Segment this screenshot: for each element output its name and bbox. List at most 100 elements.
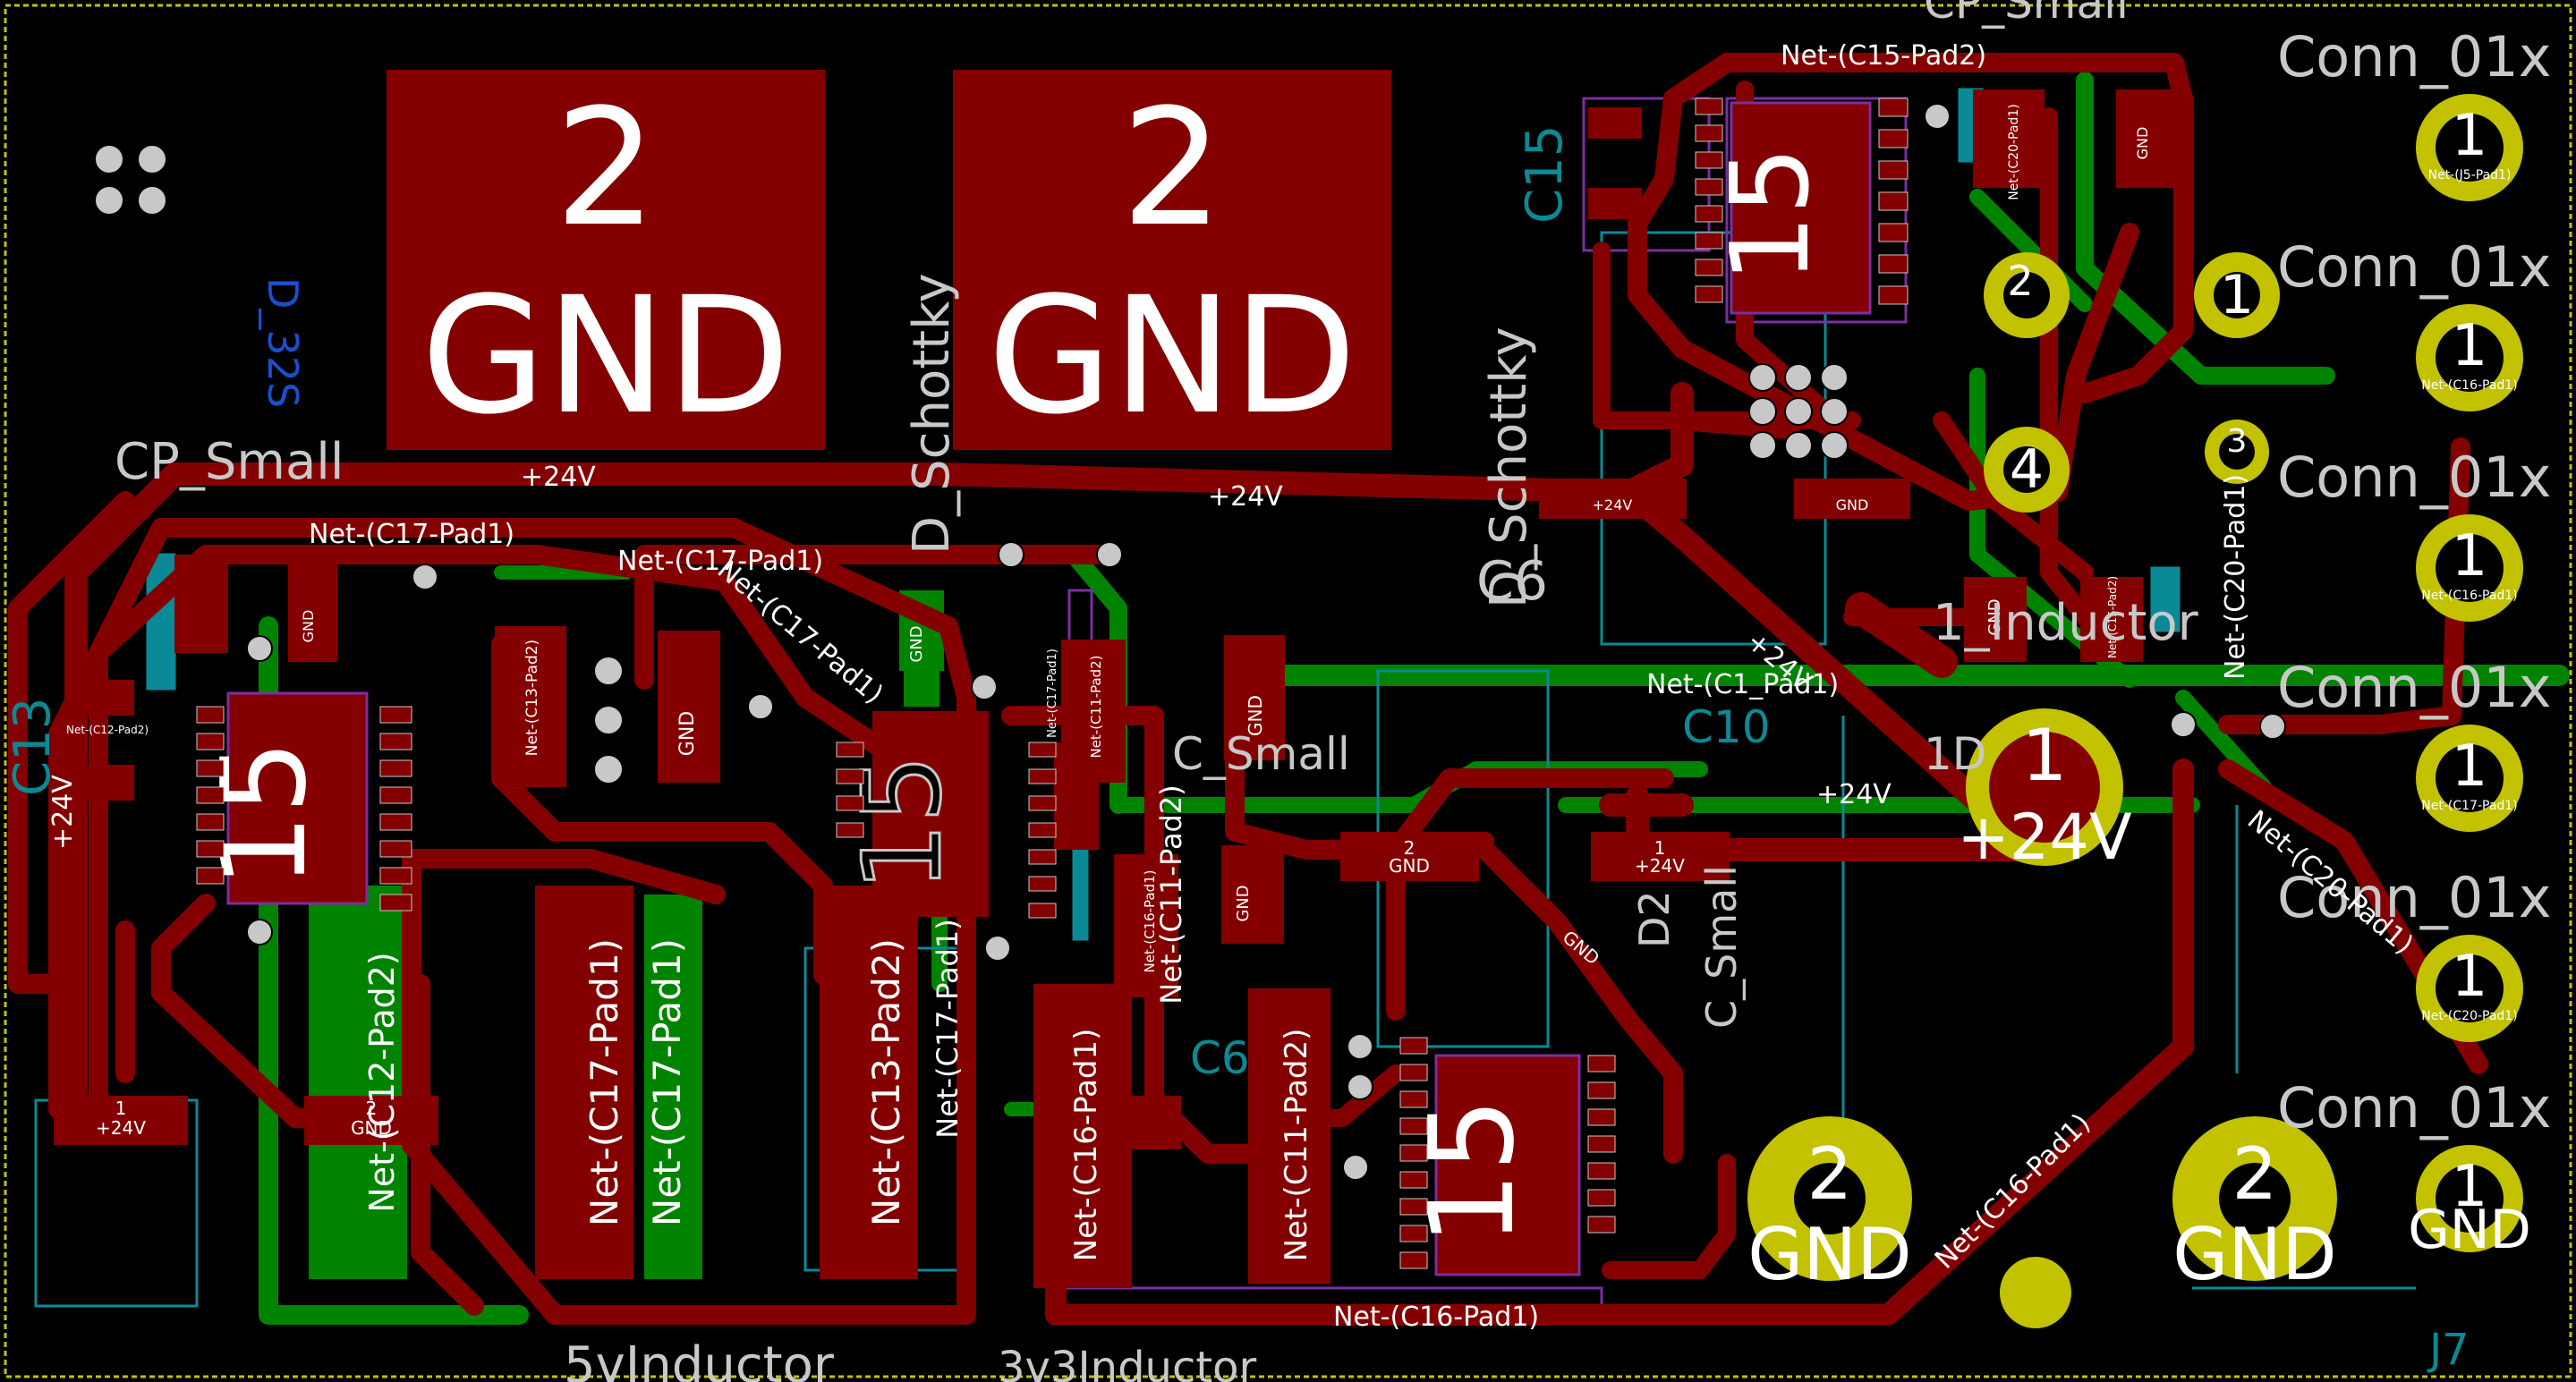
connector-hole <box>2436 534 2504 602</box>
connector-pin: 1 <box>2452 103 2488 169</box>
pad-2-lower-left: 2 <box>366 1098 378 1119</box>
green-pad-c12 <box>309 886 407 1279</box>
net-c16-bottom: Net-(C16-Pad1) <box>1333 1301 1539 1333</box>
pad-24v-lower-left: +24V <box>96 1117 146 1139</box>
label-c11-pad2-rot2: Net-(C11-Pad2) <box>1154 784 1188 1004</box>
pad-gnd-vert-5: GND <box>1985 598 2004 635</box>
pad-c16p1-vert: Net-(C16-Pad1) <box>1142 869 1158 972</box>
connector-ref: Conn_01x <box>2277 655 2551 720</box>
net-c16-diag: Net-(C16-Pad1) <box>1929 1107 2096 1275</box>
ic-bottom-body <box>1434 1054 1581 1276</box>
tall-smd-pads <box>54 89 2188 1288</box>
through-hole-pads: 1 +24V 2 GND 2 GND 2 4 1 3 <box>1747 252 2337 1328</box>
pad-j-1-number: 1 <box>2220 264 2254 326</box>
pad-gnd-vert-2: GND <box>1245 695 1266 736</box>
silk-c6: C6 <box>1476 550 1548 613</box>
connector-ref: Conn_01x <box>2277 234 2551 300</box>
silk-d-schottky-left: D_Schottky <box>903 273 961 555</box>
net-c20-vert: Net-(C20-Pad1) <box>2220 474 2251 680</box>
silk-inductor-5v: 5vInductor <box>564 1336 835 1382</box>
net-c17-h2: Net-(C17-Pad1) <box>617 546 823 577</box>
silk-labels: CP_Small C15 D_Schottky D_Schottky C6 C1… <box>4 0 2470 1382</box>
silk-d2: D2 <box>1630 890 1679 948</box>
label-c17-pad1-green: Net-(C17-Pad1) <box>645 938 689 1226</box>
silk-j7: J7 <box>2427 1325 2470 1375</box>
silk-cp-small-left: CP_Small <box>115 433 344 491</box>
pad-gnd-round-b-number: 2 <box>2232 1132 2278 1216</box>
pad-gnd-vert-6: GND <box>2134 127 2151 160</box>
silk-c10: C10 <box>1682 701 1771 753</box>
connector-column: Conn_01x1Net-(J5-Pad1)Conn_01x1Net-(C16-… <box>2277 24 2551 1261</box>
net-24v-mid: +24V <box>1816 779 1892 810</box>
connector-hole <box>2436 744 2504 812</box>
pad-2-mid: 2 <box>1404 837 1416 859</box>
connector-pin: 1 <box>2452 313 2488 379</box>
label-c16-pad1-tall: Net-(C16-Pad1) <box>1068 1029 1104 1262</box>
pad-c11p2-vert: Net-(C11-Pad2) <box>1088 655 1104 758</box>
gnd-pad-right-number: 2 <box>1121 75 1224 262</box>
silk-inductor-3v: 3v3Inductor <box>998 1343 1257 1382</box>
gnd-pad-large-right <box>953 70 1391 450</box>
net-c17-h1: Net-(C17-Pad1) <box>309 519 514 550</box>
pad-c15p2-vert: Net-(C15-Pad2) <box>2106 576 2119 658</box>
silk-fab-d: D_32S <box>259 277 307 408</box>
ic-left-body <box>226 691 369 905</box>
net-c1-pad1: Net-(C1_Pad1) <box>1646 669 1839 700</box>
label-c12-pad2-tall: Net-(C12-Pad2) <box>362 952 402 1212</box>
label-c17-pad1-rot: Net-(C17-Pad1) <box>931 919 965 1138</box>
silk-1d: 1D <box>1924 728 1986 780</box>
silk-d-schottky-right: D_Schottky <box>1480 326 1538 608</box>
green-pad-c17 <box>644 894 702 1279</box>
connector-net: Net-(C16-Pad1) <box>2421 378 2517 393</box>
net-24v-top-left: +24V <box>521 462 596 493</box>
connector-ref: Conn_01x <box>2277 865 2551 930</box>
pad-gnd-lower-left: GND <box>351 1117 392 1139</box>
connector-pin: 1 <box>2452 944 2488 1010</box>
connector-hole <box>2436 114 2504 182</box>
tall-pad-labels: Net-(C17-Pad1) Net-(C17-Pad1) Net-(C13-P… <box>362 784 1314 1261</box>
pad-gnd-vert-3: GND <box>907 625 926 662</box>
net-24v-left-vert: +24V <box>47 775 79 850</box>
silk-c-small: C_Small <box>1172 728 1350 780</box>
connector-hole <box>2436 324 2504 392</box>
gnd-pad-right-net: GND <box>988 263 1357 450</box>
connector-hole <box>2436 954 2504 1022</box>
pad-c20p1-vert: Net-(C20-Pad1) <box>2007 104 2021 199</box>
connector-net: Net-(C20-Pad1) <box>2421 1009 2517 1023</box>
connector-net: Net-(C16-Pad1) <box>2421 589 2517 603</box>
pad-gnd-top-right: GND <box>1836 496 1869 513</box>
pad-1-mid: 1 <box>1654 837 1666 859</box>
connector-hole <box>2436 1165 2504 1233</box>
ic-packages: 15 15 15 15 <box>196 101 1872 1276</box>
pad-24v-round-number: 1 <box>2022 714 2068 797</box>
pad-gnd-vert-4: GND <box>1234 885 1253 921</box>
front-copper-layer <box>8 53 2488 1326</box>
pad-24v-mid: +24V <box>1635 855 1685 877</box>
pad-j-2-number: 2 <box>2007 257 2033 305</box>
silk-cp-small-top: CP_Small <box>1924 0 2129 29</box>
pad-j-4-number: 4 <box>2010 438 2044 501</box>
pad-24v-round-net: +24V <box>1957 801 2132 874</box>
pad-gnd-vert-1: GND <box>676 711 699 756</box>
pad-j-3-number: 3 <box>2227 423 2248 460</box>
connector-net: Net-(C17-Pad1) <box>2421 799 2517 813</box>
net-c15-top: Net-(C15-Pad2) <box>1781 40 1986 72</box>
pad-c12p2-vert: Net-(C12-Pad2) <box>66 724 149 736</box>
pad-gnd-left-top: GND <box>300 610 317 643</box>
pad-gnd-round-a-net: GND <box>1747 1213 1911 1296</box>
pad-c13p2-vert: Net-(C13-Pad2) <box>523 640 541 756</box>
net-24v-top-right: +24V <box>1208 481 1283 513</box>
silk-inductor-right: 1_Inductor <box>1933 594 2199 652</box>
connector-pin: 1 <box>2452 523 2488 589</box>
gnd-pad-left-net: GND <box>421 263 791 450</box>
connector-pin: 1 <box>2452 733 2488 800</box>
silk-c6b: C6 <box>1190 1032 1250 1084</box>
connector-ref: Conn_01x <box>2277 445 2551 510</box>
label-c13-pad2-tall: Net-(C13-Pad2) <box>864 938 908 1226</box>
label-c11-pad2-tall: Net-(C11-Pad2) <box>1279 1029 1314 1262</box>
